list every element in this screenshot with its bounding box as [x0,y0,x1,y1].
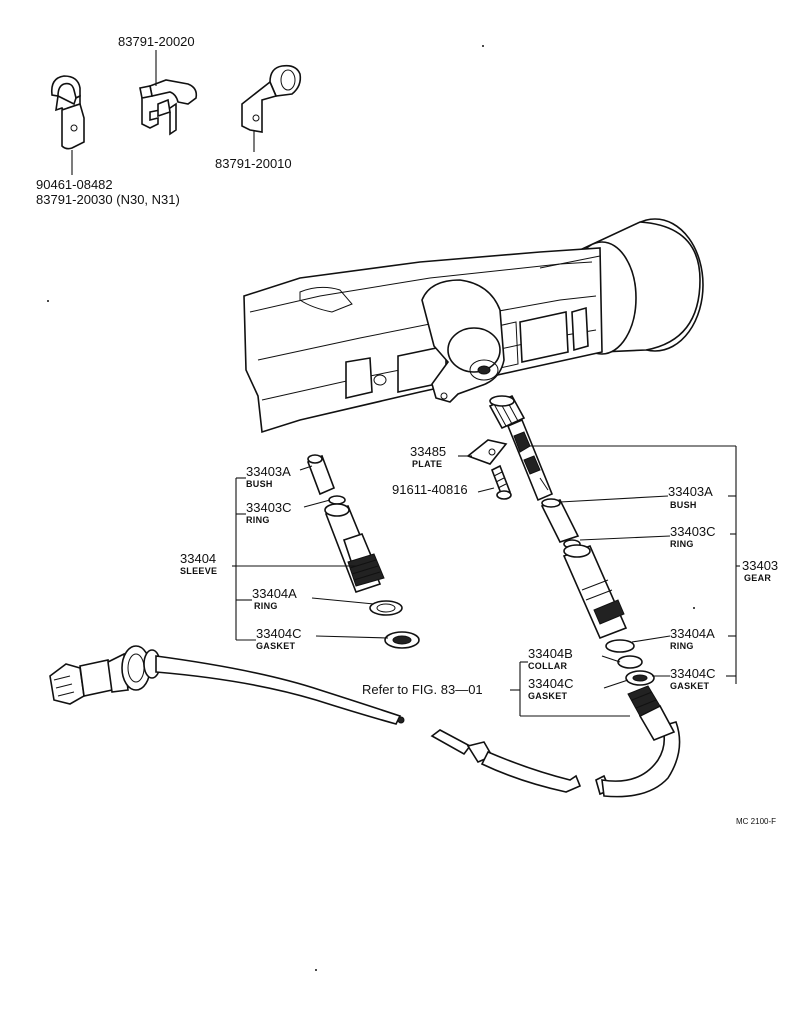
sleeve-bush-number: 33403A [246,464,291,479]
clip-b-part-number: 83791-20010 [215,156,292,171]
sleeve-bush-name: BUSH [246,479,273,489]
gear-bush-number: 33403A [668,484,713,499]
clip-c-part-number: 90461-08482 [36,177,113,192]
figure-reference: Refer to FIG. 83—01 [362,682,483,697]
clip-c-alt-part-number: 83791-20030 (N30, N31) [36,192,180,207]
transmission-extension-housing [243,218,704,434]
gear-ring-name: RING [670,539,694,549]
collar-gasket-number: 33404C [528,676,574,691]
gear-bush-name: BUSH [670,500,697,510]
sleeve-ring2-number: 33404A [252,586,297,601]
sleeve-number: 33404 [180,551,216,566]
sleeve-ring-number: 33403C [246,500,292,515]
gear-gasket-number: 33404C [670,666,716,681]
sleeve-name: SLEEVE [180,566,217,576]
diagram-code: MC 2100-F [736,817,776,826]
sleeve-gasket-number: 33404C [256,626,302,641]
gear-ring2-number: 33404A [670,626,715,641]
clip-90461-08482 [50,75,85,175]
sleeve-group-parts [306,454,420,649]
collar-number: 33404B [528,646,573,661]
gear-ring-number: 33403C [670,524,716,539]
sleeve-gasket-name: GASKET [256,641,296,651]
plate-name: PLATE [412,459,442,469]
gear-ring2-name: RING [670,641,694,651]
speedometer-cable [49,645,681,798]
gear-name: GEAR [744,573,771,583]
gear-group-parts [466,394,655,686]
leader-lines [232,445,740,717]
collar-gasket-name: GASKET [528,691,568,701]
collar-name: COLLAR [528,661,567,671]
plate-number: 33485 [410,444,446,459]
sleeve-ring2-name: RING [254,601,278,611]
clip-83791-20020 [139,50,198,136]
clip-a-part-number: 83791-20020 [118,34,195,49]
gear-number: 33403 [742,558,778,573]
sleeve-ring-name: RING [246,515,270,525]
clip-83791-20010 [241,64,302,152]
bolt-number: 91611-40816 [392,482,468,497]
gear-gasket-name: GASKET [670,681,710,691]
